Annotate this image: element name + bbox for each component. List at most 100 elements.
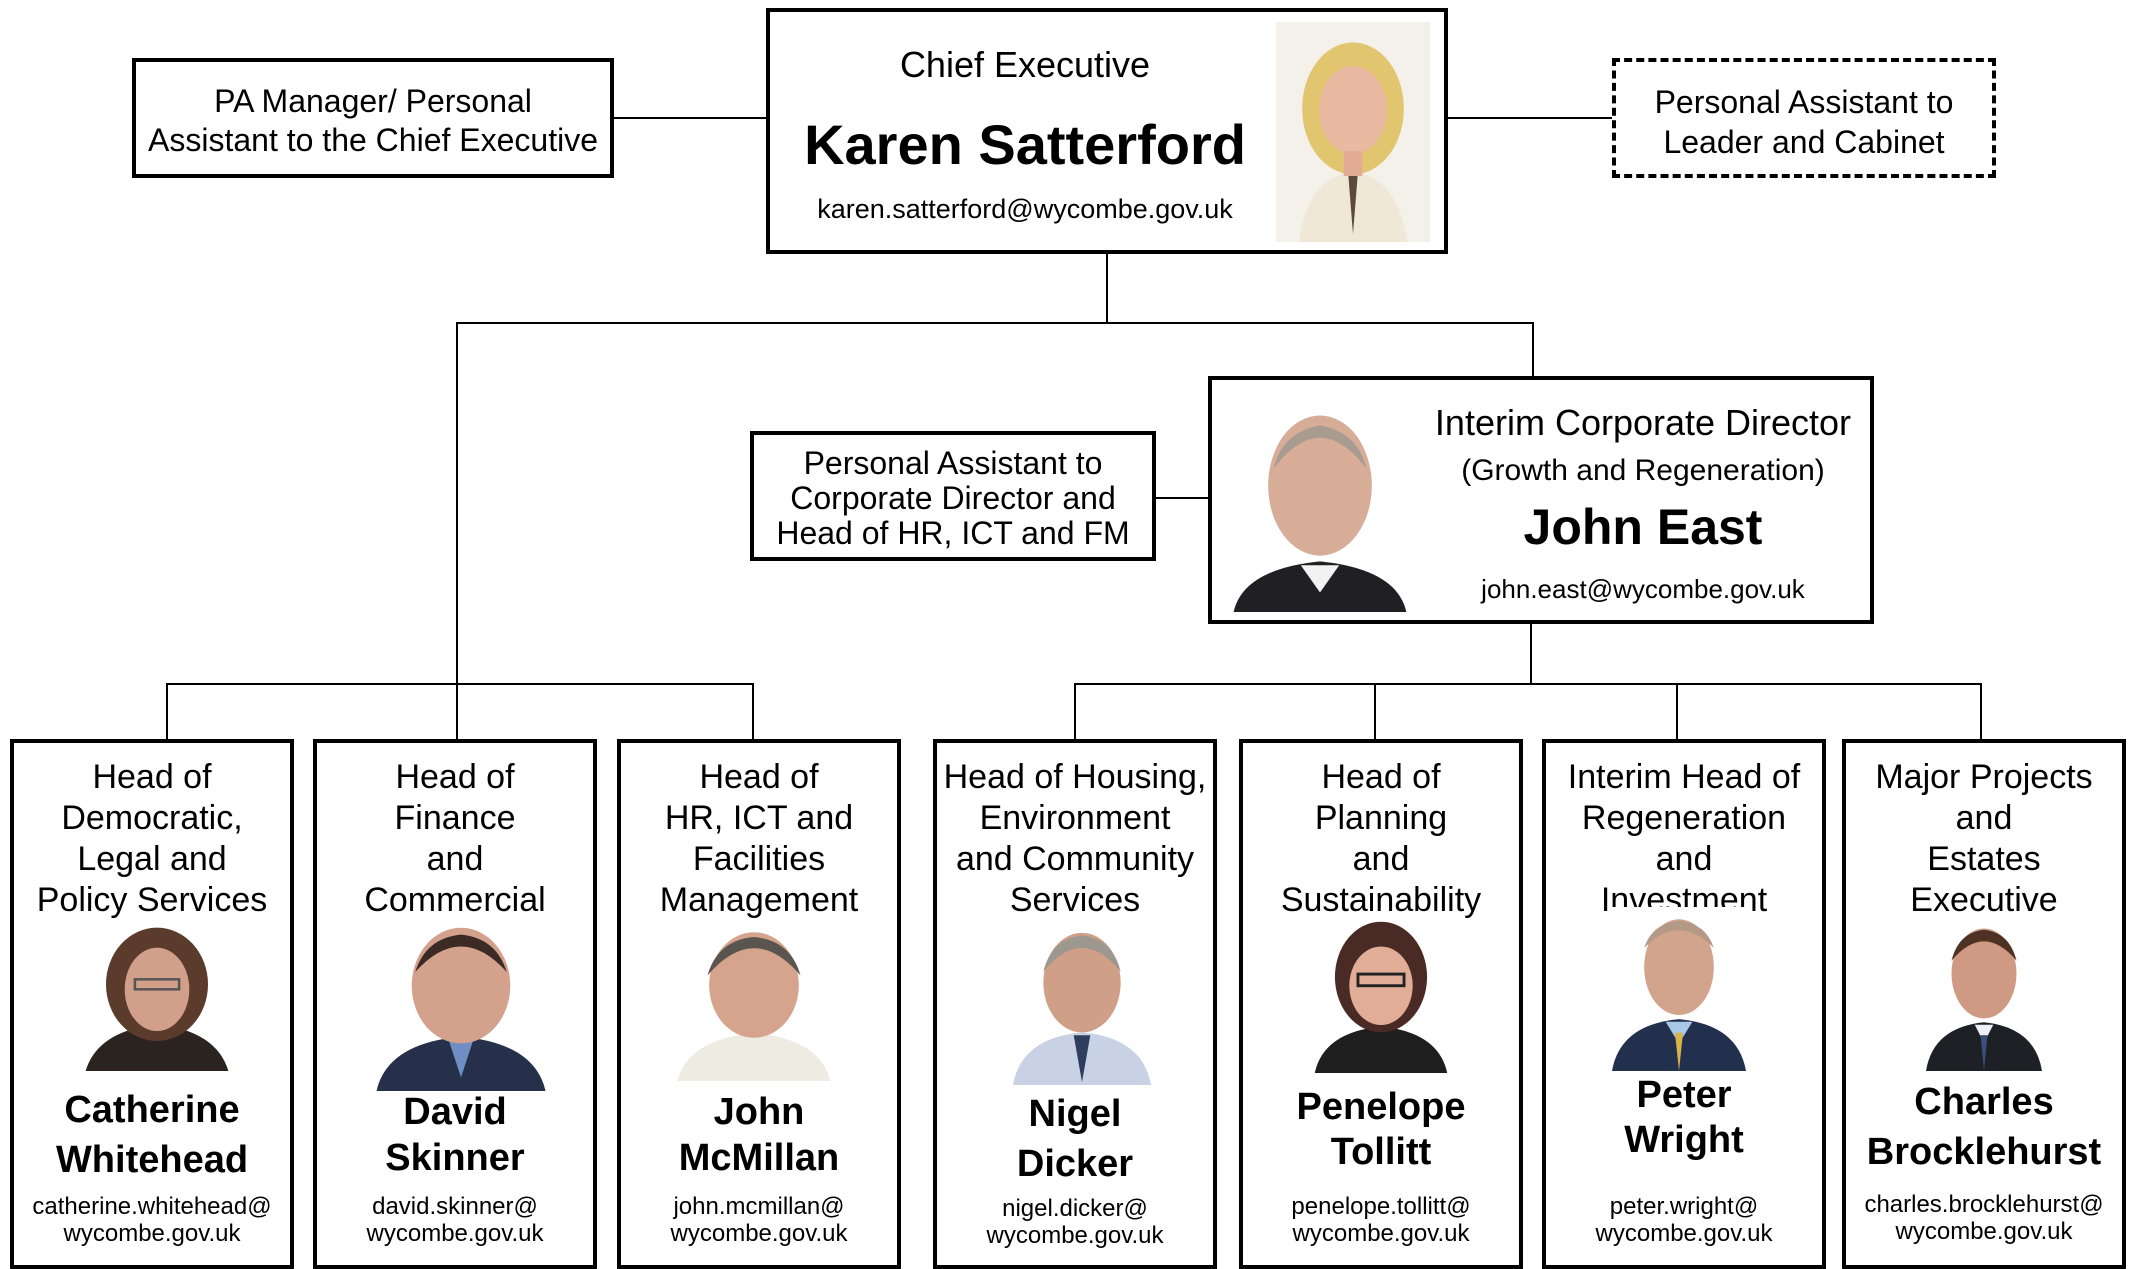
- connector-pa-director: [1154, 497, 1210, 499]
- connector-level2-bar: [456, 322, 1534, 324]
- head-name-line: Charles: [1914, 1081, 2054, 1123]
- portrait-photo-icon: [1926, 917, 2042, 1071]
- head-title-line: and: [426, 840, 484, 878]
- head-title-line: Democratic,: [61, 799, 243, 837]
- pa-leader-box: Personal Assistant to Leader and Cabinet: [1612, 58, 1996, 178]
- head-card: Head of HR, ICT and Facilities Managemen…: [617, 739, 901, 1269]
- head-name-line: McMillan: [678, 1137, 840, 1179]
- connector-ceo-down: [1106, 252, 1108, 324]
- head-email-line: wycombe.gov.uk: [1292, 1220, 1470, 1247]
- head-title-line: Major Projects: [1875, 758, 2093, 796]
- director-title1: Interim Corporate Director: [1434, 402, 1852, 443]
- connector-head-2: [456, 683, 458, 741]
- connector-director-down: [1530, 622, 1532, 684]
- pa-ceo-box: PA Manager/ Personal Assistant to the Ch…: [132, 58, 614, 178]
- head-title-line: Head of: [395, 758, 515, 796]
- connector-left-branch: [456, 322, 458, 684]
- head-title-line: Facilities: [692, 840, 826, 878]
- head-title-line: Legal and: [77, 840, 227, 878]
- pa-leader-line2: Leader and Cabinet: [1663, 124, 1945, 160]
- portrait-photo-icon: [1612, 907, 1746, 1071]
- head-title-line: and Community: [955, 840, 1195, 878]
- head-name-line: Tollitt: [1330, 1131, 1432, 1173]
- head-title-line: Estates: [1927, 840, 2041, 878]
- head-title-line: Finance: [394, 799, 516, 837]
- head-title-line: Executive: [1910, 881, 2058, 919]
- ceo-box: Chief Executive Karen Satterford karen.s…: [766, 8, 1448, 254]
- head-title-line: Services: [1009, 881, 1141, 919]
- head-name-line: Skinner: [385, 1137, 525, 1179]
- director-email: john.east@wycombe.gov.uk: [1481, 574, 1805, 604]
- ceo-name: Karen Satterford: [804, 113, 1246, 176]
- head-title-line: and: [1955, 799, 2013, 837]
- head-card: Head of Democratic, Legal and Policy Ser…: [10, 739, 294, 1269]
- connector-head-7: [1980, 683, 1982, 741]
- head-email-line: wycombe.gov.uk: [986, 1222, 1164, 1249]
- head-card: Interim Head of Regeneration and Investm…: [1542, 739, 1826, 1269]
- head-title-line: Management: [659, 881, 859, 919]
- head-name-line: Penelope: [1296, 1086, 1466, 1128]
- head-email-line: charles.brocklehurst@: [1864, 1191, 2104, 1218]
- ceo-title: Chief Executive: [899, 44, 1151, 85]
- head-email-line: wycombe.gov.uk: [1895, 1218, 2073, 1245]
- pa-ceo-line2: Assistant to the Chief Executive: [148, 122, 598, 158]
- portrait-photo-icon: [72, 921, 242, 1071]
- head-email-line: penelope.tollitt@: [1291, 1193, 1471, 1220]
- pa-director-line2: Corporate Director and: [790, 480, 1116, 516]
- connector-director-up: [1532, 322, 1534, 378]
- head-email-line: david.skinner@: [372, 1193, 538, 1220]
- connector-head-5: [1374, 683, 1376, 741]
- connector-pa-ceo: [612, 117, 768, 119]
- head-title-line: Environment: [979, 799, 1171, 837]
- portrait-photo-icon: [1013, 919, 1151, 1085]
- ceo-email: karen.satterford@wycombe.gov.uk: [817, 194, 1233, 224]
- head-card: Head of Finance and Commercial David Ski…: [313, 739, 597, 1269]
- head-email-line: nigel.dicker@: [1002, 1195, 1148, 1222]
- head-email-line: wycombe.gov.uk: [366, 1220, 544, 1247]
- pa-director-box: Personal Assistant to Corporate Director…: [750, 431, 1156, 561]
- director-name: John East: [1523, 499, 1763, 555]
- head-name-line: Whitehead: [55, 1139, 249, 1181]
- pa-director-line1: Personal Assistant to: [803, 445, 1103, 481]
- head-card: Head of Planning and Sustainability Pene…: [1239, 739, 1523, 1269]
- head-card: Major Projects and Estates Executive Cha…: [1842, 739, 2126, 1269]
- director-portrait-icon: [1224, 398, 1416, 612]
- head-title-line: Commercial: [364, 881, 546, 919]
- head-name-line: Wright: [1624, 1119, 1744, 1161]
- connector-head-3: [752, 683, 754, 741]
- head-email-line: peter.wright@: [1609, 1193, 1759, 1220]
- head-title-line: Sustainability: [1280, 881, 1482, 919]
- head-title-line: Head of: [1321, 758, 1441, 796]
- head-title-line: Interim Head of: [1567, 758, 1801, 796]
- head-name-line: David: [403, 1091, 507, 1133]
- head-title-line: Head of: [92, 758, 212, 796]
- portrait-photo-icon: [671, 921, 837, 1081]
- connector-right-heads-bar: [1074, 683, 1982, 685]
- head-email-line: wycombe.gov.uk: [1595, 1220, 1773, 1247]
- portrait-photo-icon: [373, 921, 549, 1091]
- head-title-line: Head of: [699, 758, 819, 796]
- head-title-line: and: [1655, 840, 1713, 878]
- head-name-line: Peter: [1636, 1074, 1732, 1116]
- head-email-line: wycombe.gov.uk: [63, 1220, 241, 1247]
- pa-director-line3: Head of HR, ICT and FM: [776, 515, 1130, 551]
- head-name-line: John: [713, 1091, 805, 1133]
- portrait-photo-icon: [1309, 913, 1453, 1073]
- director-title2: (Growth and Regeneration): [1461, 454, 1825, 487]
- head-name-line: Catherine: [64, 1089, 240, 1131]
- connector-ceo-pa-leader: [1446, 117, 1614, 119]
- director-box: Interim Corporate Director (Growth and R…: [1208, 376, 1874, 624]
- head-card: Head of Housing, Environment and Communi…: [933, 739, 1217, 1269]
- pa-leader-line1: Personal Assistant to: [1654, 84, 1954, 120]
- connector-left-heads-bar: [166, 683, 754, 685]
- head-title-line: HR, ICT and: [664, 799, 854, 837]
- ceo-portrait-icon: [1276, 22, 1430, 242]
- head-name-line: Brocklehurst: [1866, 1131, 2102, 1173]
- connector-head-6: [1676, 683, 1678, 741]
- head-title-line: and: [1352, 840, 1410, 878]
- head-title-line: Regeneration: [1581, 799, 1787, 837]
- connector-head-1: [166, 683, 168, 741]
- pa-ceo-line1: PA Manager/ Personal: [214, 83, 532, 119]
- connector-head-4: [1074, 683, 1076, 741]
- head-title-line: Planning: [1314, 799, 1448, 837]
